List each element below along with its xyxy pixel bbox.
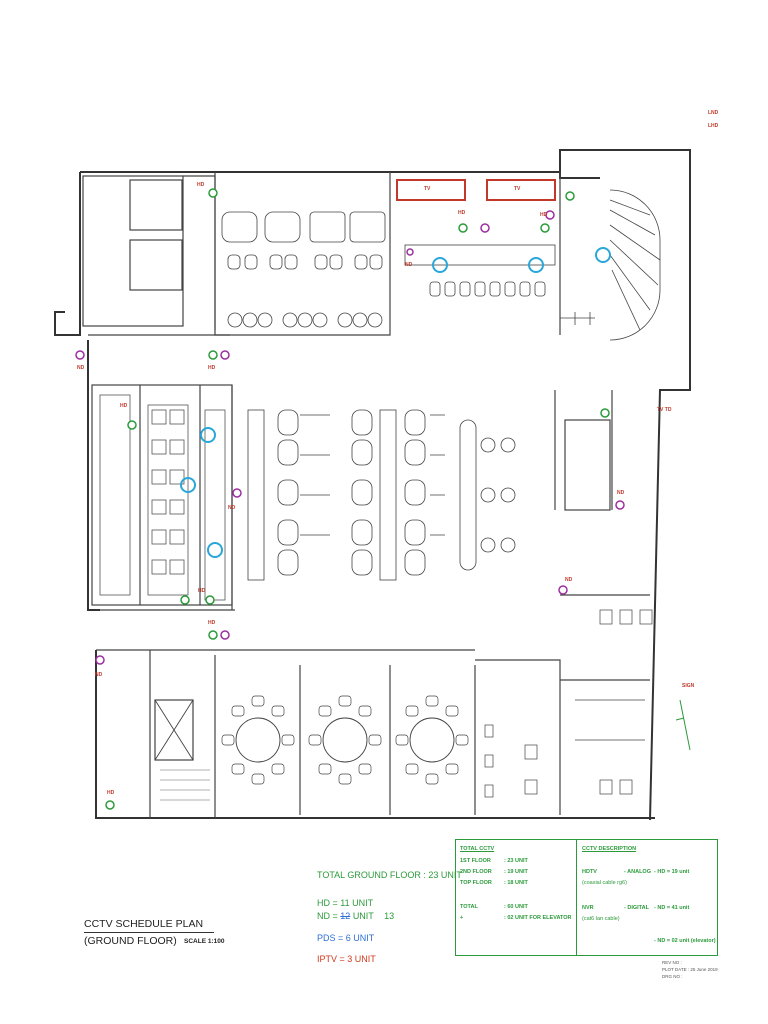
title-underline xyxy=(84,932,214,933)
floor-value: : 19 UNIT xyxy=(504,869,528,875)
hdtv-cable: (coaxial cable rg6) xyxy=(582,880,627,886)
pds-markers xyxy=(180,247,611,558)
revision-number: REV NO : xyxy=(662,960,682,965)
upper-dining-tables xyxy=(221,211,595,328)
nd-count: ND = 12 UNIT 13 xyxy=(317,911,394,921)
sign-marker xyxy=(675,699,691,751)
tv-td-label: TV TD xyxy=(657,407,672,413)
elevator-count: - ND = 02 unit (elevator) xyxy=(654,938,716,944)
hd-label: HD xyxy=(120,403,128,409)
spiral-staircase xyxy=(609,189,661,341)
nd-label: ND xyxy=(95,672,103,678)
hd-label: HD xyxy=(197,182,205,188)
nd-label: ND xyxy=(228,505,236,511)
tv-label: TV xyxy=(514,186,521,192)
tv-label: TV xyxy=(424,186,431,192)
hd-label: HD xyxy=(107,790,115,796)
hdtv-count: - HD = 19 unit xyxy=(654,869,690,875)
floor-value: : 23 UNIT xyxy=(504,858,528,864)
total-cctv-header: TOTAL CCTV xyxy=(460,846,495,852)
nd-suffix: UNIT xyxy=(352,911,374,921)
hd-label: HD xyxy=(198,588,206,594)
elevator xyxy=(154,699,194,761)
hd-label: HD xyxy=(458,210,466,216)
plan-subtitle: (GROUND FLOOR) xyxy=(84,935,177,947)
nd-label: ND xyxy=(405,262,413,268)
hd-label: HD xyxy=(208,620,216,626)
nd-note: 13 xyxy=(384,911,395,921)
interior-walls xyxy=(82,172,650,818)
iptv-count: IPTV = 3 UNIT xyxy=(317,954,376,964)
nd-camera-markers xyxy=(75,210,625,665)
nd-label: ND xyxy=(565,577,573,583)
nvr-type: - DIGITAL xyxy=(624,905,649,911)
iptv-screens xyxy=(396,179,556,201)
floor-value: : 18 UNIT xyxy=(504,880,528,886)
nd-prefix: ND = xyxy=(317,911,338,921)
banquet-tables xyxy=(235,717,455,763)
nd-struck-value: 12 xyxy=(340,911,351,921)
main-dining-tables xyxy=(247,409,516,581)
plus-value: : 02 UNIT FOR ELEVATOR xyxy=(504,915,572,921)
nd-label: ND xyxy=(77,365,85,371)
nd-label: ND xyxy=(617,490,625,496)
kitchen-equipment xyxy=(99,394,226,601)
banquet-chairs xyxy=(221,695,469,785)
nvr-label: NVR xyxy=(582,905,594,911)
stair-hatch xyxy=(160,769,210,801)
hd-label: HD xyxy=(208,365,216,371)
hd-label: HD xyxy=(540,212,548,218)
table-divider xyxy=(576,840,577,955)
nvr-cable: (cat6 lan cable) xyxy=(582,916,620,922)
plus-label: + xyxy=(460,915,464,921)
floor-label: 1ST FLOOR xyxy=(460,858,491,864)
nvr-count: - ND = 41 unit xyxy=(654,905,690,911)
drawing-number: DRG NO : xyxy=(662,974,683,979)
hd-count: HD = 11 UNIT xyxy=(317,898,374,908)
toilet-fixtures xyxy=(484,609,653,798)
total-label: TOTAL xyxy=(460,904,478,910)
description-header: CCTV DESCRIPTION xyxy=(582,846,637,852)
plan-title: CCTV SCHEDULE PLAN xyxy=(84,918,204,930)
hdtv-type: - ANALOG xyxy=(624,869,651,875)
hd-camera-markers xyxy=(105,188,610,810)
total-ground-floor: TOTAL GROUND FLOOR : 23 UNIT xyxy=(317,870,462,880)
total-value: : 60 UNIT xyxy=(504,904,528,910)
pds-count: PDS = 6 UNIT xyxy=(317,933,375,943)
cctv-schedule-table: TOTAL CCTV 1ST FLOOR : 23 UNIT 2ND FLOOR… xyxy=(455,839,718,956)
floor-label: TOP FLOOR xyxy=(460,880,492,886)
lhd-label: LHD xyxy=(708,123,719,129)
floor-label: 2ND FLOOR xyxy=(460,869,492,875)
plot-date: PLOT DATE : 25 June 2019 xyxy=(662,967,718,972)
hdtv-label: HDTV xyxy=(582,869,597,875)
plan-scale: SCALE 1:100 xyxy=(184,938,225,945)
sign-label: SIGN xyxy=(682,683,695,689)
lnd-label: LND xyxy=(708,110,719,116)
